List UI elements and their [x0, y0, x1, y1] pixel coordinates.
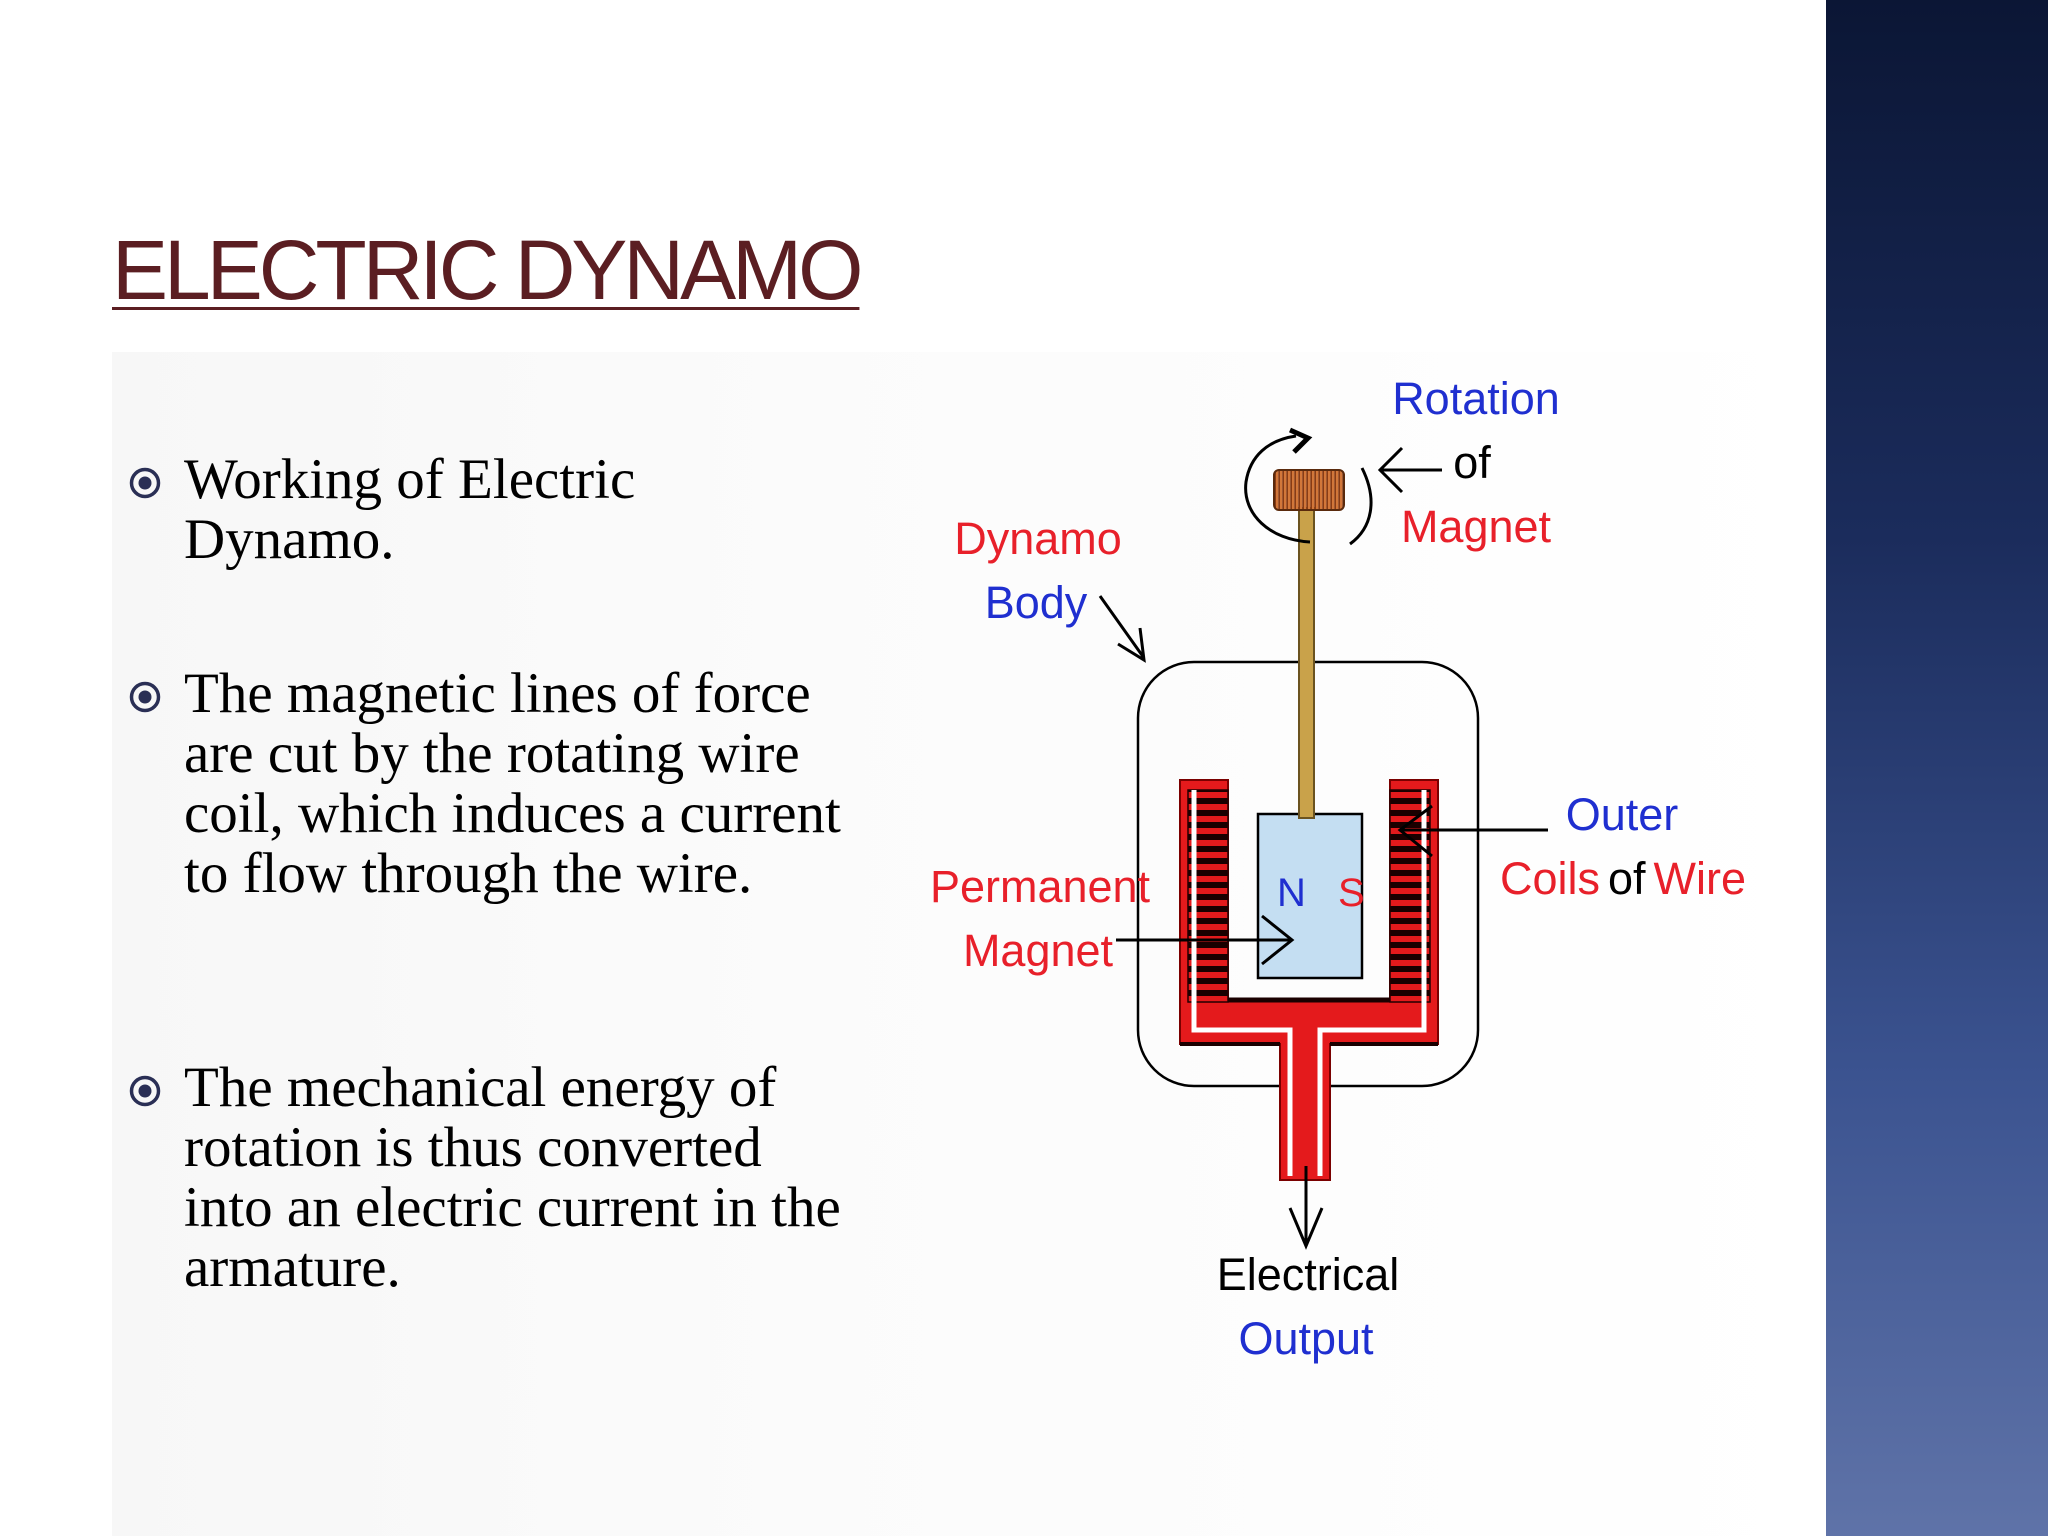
- circle-dot-bullet-icon: [128, 466, 162, 500]
- label-pointer-arrows: [1098, 446, 1548, 1250]
- label-electrical: Electrical: [1217, 1249, 1400, 1300]
- bullet-item: The mechanical energy of rotation is thu…: [128, 1058, 848, 1298]
- rotation-pointer-arrow: [1377, 446, 1442, 494]
- label-magnet: Magnet: [1401, 501, 1552, 552]
- permanent-magnet-block: [1256, 812, 1364, 980]
- rotation-arrowhead-icon: [1288, 427, 1313, 454]
- electrical-output-pointer-arrow: [1288, 1166, 1324, 1250]
- label-coils-of: of: [1608, 853, 1646, 904]
- bullet-item: The magnetic lines of force are cut by t…: [128, 664, 848, 904]
- label-outer: Outer: [1566, 789, 1679, 840]
- outer-coils-of-wire: [1179, 779, 1439, 1181]
- label-wire: Wire: [1654, 853, 1746, 904]
- bullet-text: Working of Electric Dynamo.: [184, 448, 636, 571]
- label-of: of: [1453, 437, 1491, 488]
- label-rotation: Rotation: [1392, 373, 1560, 424]
- shaft-knob: [1273, 469, 1345, 511]
- bullet-item: Working of Electric Dynamo.: [128, 450, 848, 570]
- rotation-arrow-back: [1349, 467, 1373, 546]
- circle-dot-bullet-icon: [128, 1074, 162, 1108]
- pole-n-label: N: [1277, 871, 1306, 915]
- slide-title: ELECTRIC DYNAMO: [112, 223, 863, 317]
- rotation-arrow: [1244, 434, 1311, 544]
- pole-s-label: S: [1338, 871, 1365, 915]
- content-background: [112, 352, 1826, 1536]
- side-gradient-panel: [1826, 0, 2048, 1536]
- label-dynamo: Dynamo: [954, 513, 1122, 564]
- permanent-magnet-pointer-arrow: [1116, 914, 1295, 966]
- label-body: Body: [985, 577, 1088, 628]
- bullet-text: The magnetic lines of force are cut by t…: [184, 662, 841, 905]
- dynamo-body-pointer-arrow: [1098, 595, 1146, 663]
- bullet-text: The mechanical energy of rotation is thu…: [184, 1056, 841, 1299]
- rotating-shaft: [1298, 507, 1315, 819]
- circle-dot-bullet-icon: [128, 680, 162, 714]
- label-output: Output: [1238, 1313, 1374, 1364]
- label-permanent: Permanent: [930, 861, 1151, 912]
- label-magnet-permanent: Magnet: [963, 925, 1114, 976]
- label-coils: Coils: [1500, 853, 1600, 904]
- outer-coils-pointer-arrow: [1397, 804, 1548, 858]
